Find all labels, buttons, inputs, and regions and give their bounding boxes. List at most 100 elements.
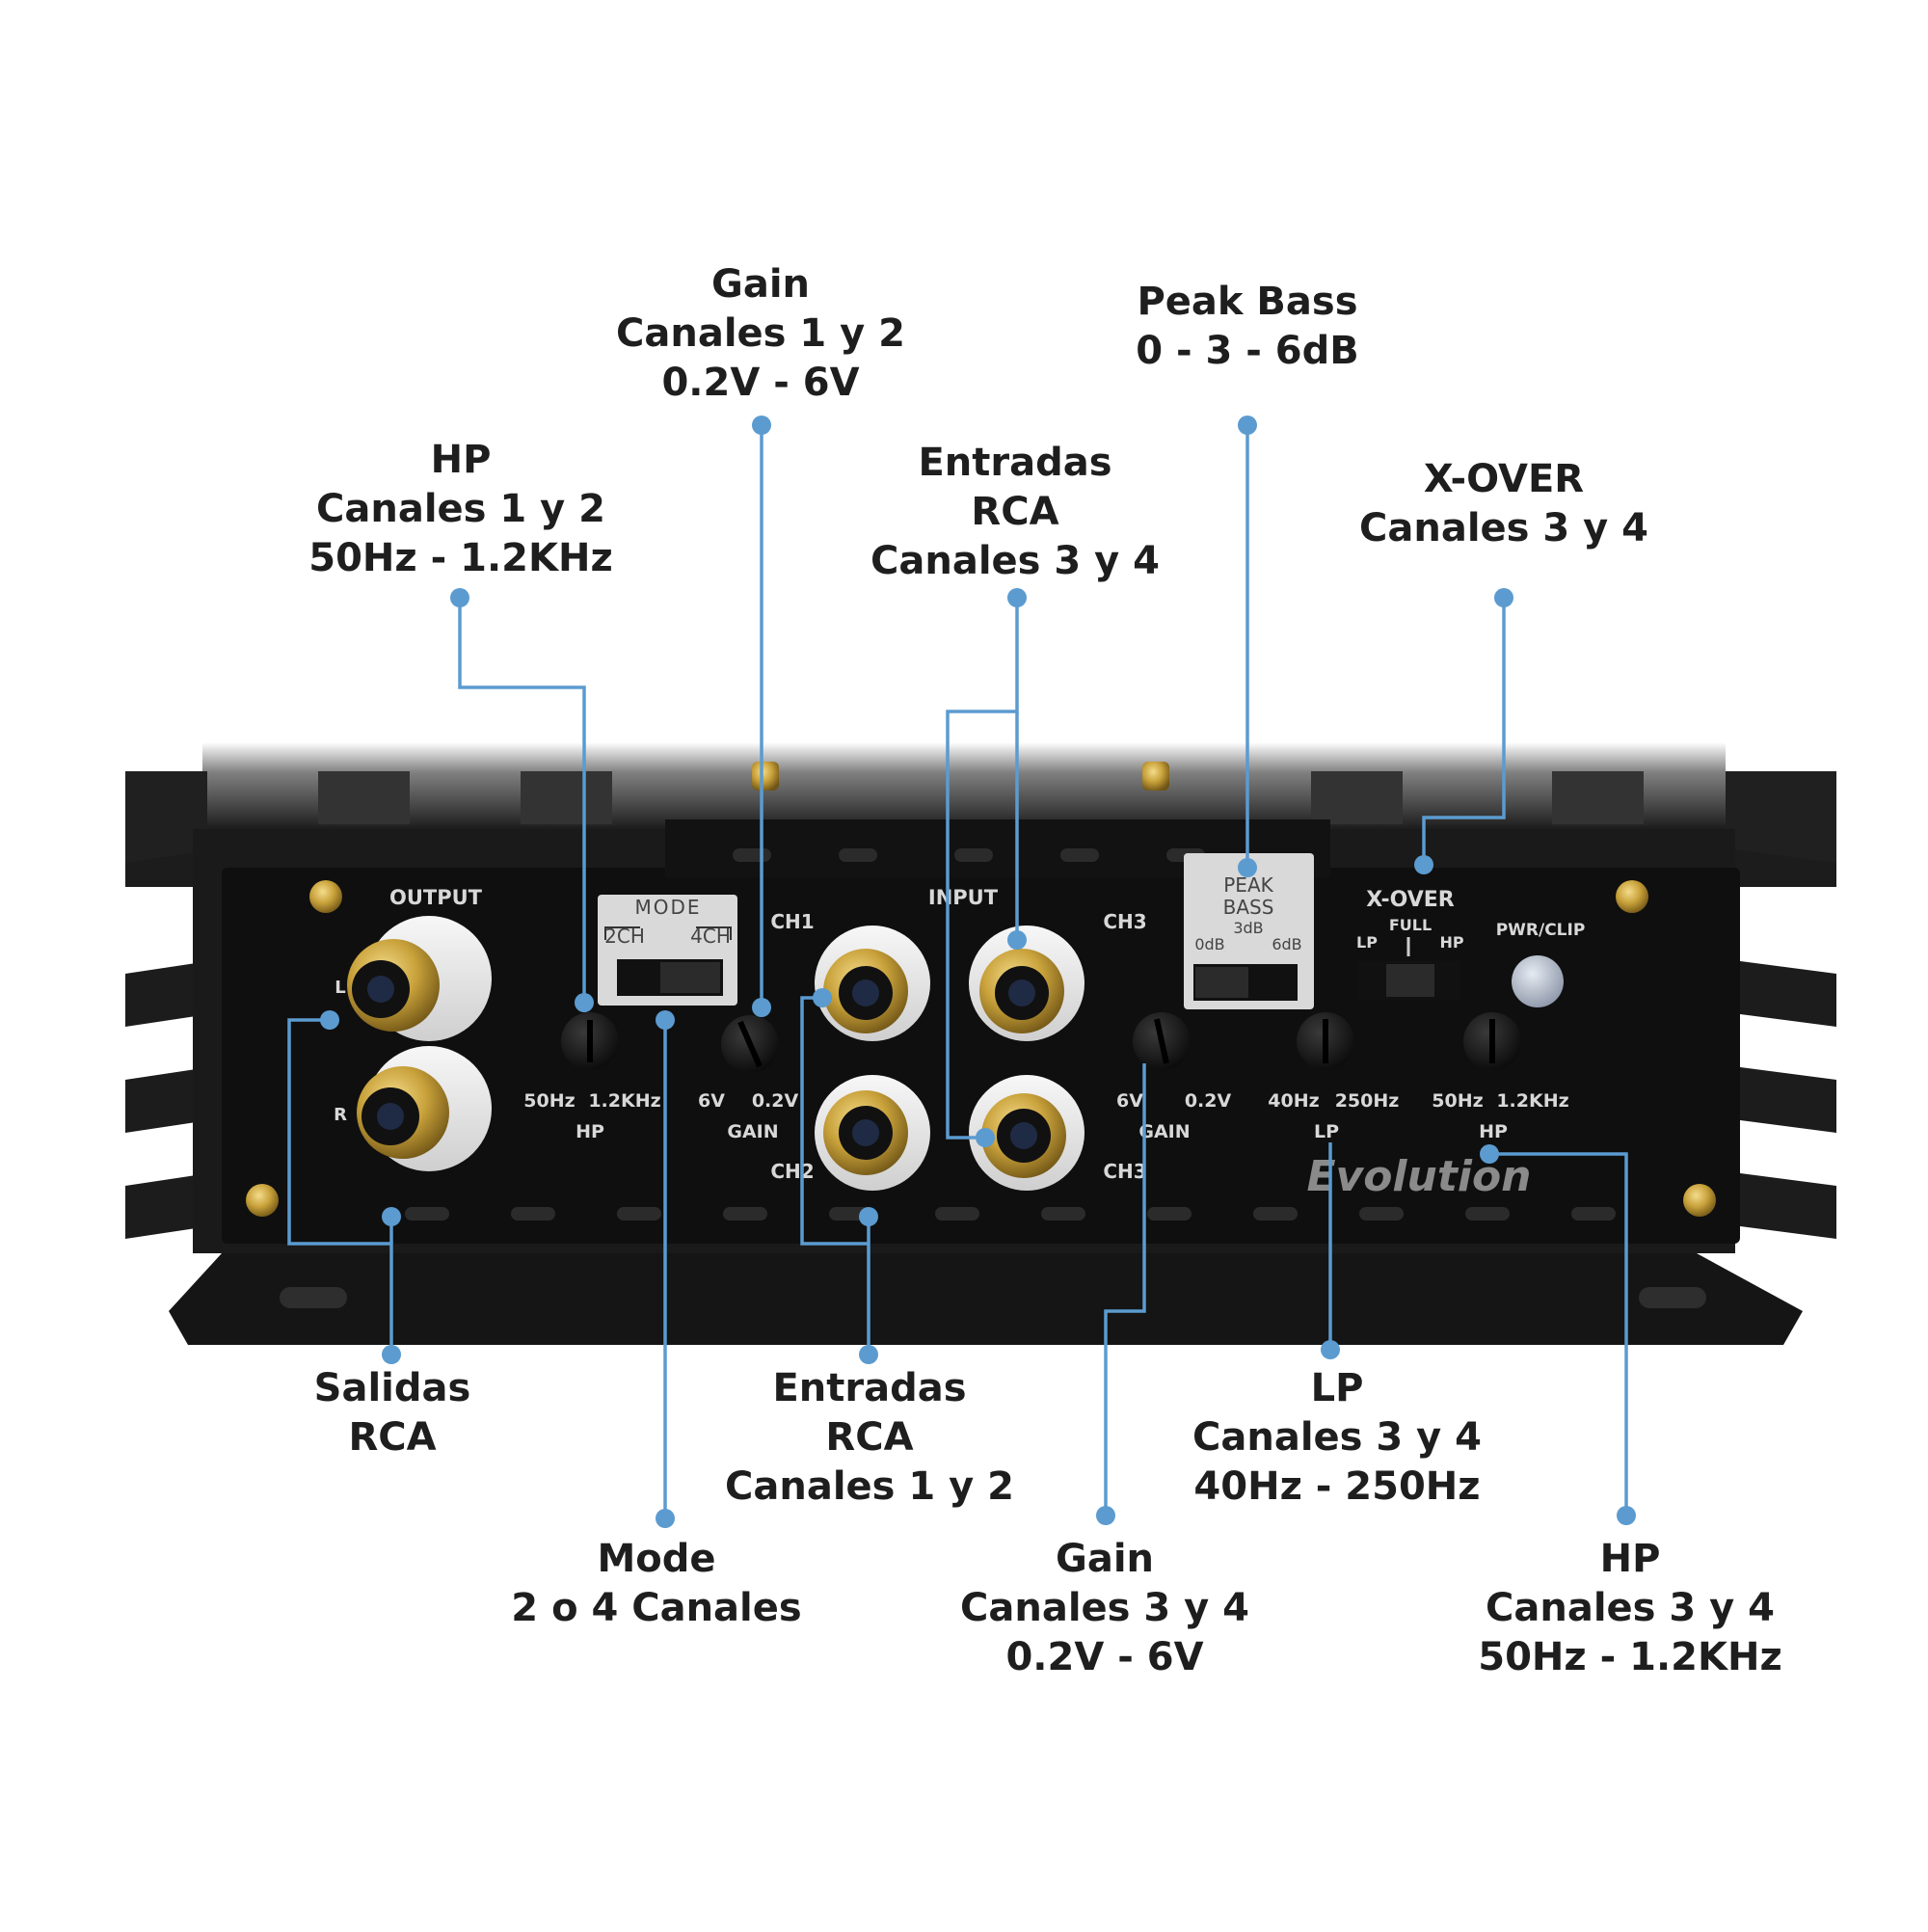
- leader-gain-ch34: [1104, 1063, 1146, 1516]
- panel-hp-right-label: HP: [1479, 1121, 1508, 1142]
- callout-rca-in-ch34: Entradas RCA Canales 3 y 4: [870, 439, 1160, 586]
- screw-icon: [246, 1184, 279, 1217]
- callout-hp-ch34: HP Canales 3 y 4 50Hz - 1.2KHz: [1478, 1535, 1782, 1682]
- callout-mode: Mode 2 o 4 Canales: [511, 1535, 801, 1633]
- panel-gain-right-label: GAIN: [1138, 1121, 1190, 1142]
- leader-hp-ch34: [1489, 1152, 1628, 1516]
- panel-lp-label: LP: [1314, 1121, 1339, 1142]
- callout-line: 50Hz - 1.2KHz: [308, 536, 613, 580]
- callout-line: HP: [1599, 1537, 1661, 1581]
- mounting-foot: [169, 1253, 1803, 1345]
- leader-xover-ch34: [1422, 600, 1506, 868]
- callout-line: HP: [430, 438, 492, 482]
- panel-lp-max: 250Hz: [1335, 1090, 1400, 1112]
- switch-plate-printing: MODE 2CH 4CH PEAK BASS 3dB 0dB 6dB: [604, 873, 1302, 953]
- mode-2ch: 2CH: [604, 925, 645, 948]
- panel-gain-left-max: 0.2V: [752, 1090, 799, 1112]
- callout-line: Mode: [597, 1537, 716, 1581]
- panel-ch3-bottom: CH3: [1103, 1160, 1146, 1183]
- callout-line: Canales 3 y 4: [1192, 1415, 1482, 1460]
- screw-icon: [1616, 880, 1648, 913]
- callout-lp-ch34: LP Canales 3 y 4 40Hz - 250Hz: [1192, 1364, 1482, 1512]
- panel-gain-left-min: 6V: [698, 1090, 725, 1112]
- panel-ch3-top: CH3: [1103, 910, 1146, 933]
- callout-line: Gain: [1055, 1537, 1155, 1581]
- callout-line: 0.2V - 6V: [1005, 1635, 1204, 1679]
- vent-slots: [405, 848, 1616, 1221]
- callout-rca-out: Salidas RCA: [314, 1364, 471, 1462]
- callout-hp-ch12: HP Canales 1 y 2 50Hz - 1.2KHz: [308, 436, 613, 583]
- screw-icons: [246, 880, 1716, 1217]
- callout-line: RCA: [825, 1415, 914, 1460]
- panel-xover-hp: HP: [1439, 933, 1463, 952]
- callout-line: Canales 3 y 4: [1359, 506, 1648, 550]
- callout-line: Entradas: [772, 1366, 967, 1410]
- panel-gain-right-max: 0.2V: [1185, 1090, 1232, 1112]
- callout-line: Canales 3 y 4: [1486, 1586, 1775, 1630]
- callout-line: Canales 3 y 4: [870, 539, 1160, 583]
- callout-rca-in-ch12: Entradas RCA Canales 1 y 2: [725, 1364, 1014, 1512]
- panel-ch1: CH1: [770, 910, 814, 933]
- callout-line: LP: [1310, 1366, 1364, 1410]
- screw-icon: [1683, 1184, 1716, 1217]
- callout-line: Salidas: [313, 1366, 471, 1410]
- brand-badge: Evolution: [1306, 1152, 1531, 1201]
- panel-hp-left-max: 1.2KHz: [588, 1090, 660, 1112]
- panel-gain-left-label: GAIN: [727, 1121, 778, 1142]
- callout-line: X-OVER: [1423, 457, 1585, 501]
- peak-bass-switch: [1184, 853, 1314, 1009]
- panel-xover-title: X-OVER: [1366, 888, 1454, 912]
- callout-line: 40Hz - 250Hz: [1193, 1464, 1481, 1509]
- panel-output-r: R: [334, 1105, 347, 1125]
- callout-line: RCA: [348, 1415, 437, 1460]
- screw-icon: [309, 880, 342, 913]
- leader-dots: [320, 416, 1636, 1528]
- panel-ch2: CH2: [770, 1160, 814, 1183]
- panel-output-l: L: [335, 978, 345, 998]
- peak-title-1: PEAK: [1223, 873, 1273, 897]
- callout-line: 50Hz - 1.2KHz: [1478, 1635, 1782, 1679]
- callout-line: Canales 1 y 2: [725, 1464, 1014, 1509]
- mount-slot-left: [280, 1287, 347, 1308]
- x-over-switch: [1359, 937, 1460, 1000]
- leader-rca-in-ch12-branch: [800, 996, 869, 1246]
- mode-title: MODE: [634, 896, 701, 919]
- leader-rca-in-ch34: [946, 600, 1019, 1140]
- heatsink-top: [125, 742, 1836, 863]
- panel-gain-right-min: 6V: [1116, 1090, 1143, 1112]
- callout-line: Canales 3 y 4: [960, 1586, 1249, 1630]
- callout-gain-ch34: Gain Canales 3 y 4 0.2V - 6V: [960, 1535, 1249, 1682]
- callout-line: 0.2V - 6V: [661, 361, 860, 405]
- rca-input-jacks: [815, 926, 1084, 1191]
- panel-xover-full: FULL: [1389, 916, 1432, 934]
- mode-4ch: 4CH: [690, 925, 731, 948]
- callout-line: Canales 1 y 2: [616, 311, 905, 356]
- callout-line: 0 - 3 - 6dB: [1136, 329, 1359, 373]
- peak-3db: 3dB: [1233, 919, 1263, 937]
- panel-printing: OUTPUT L R INPUT CH1 CH2 CH3 CH3 50Hz 1.…: [334, 886, 1585, 1183]
- panel-hp-right-min: 50Hz: [1432, 1090, 1483, 1112]
- panel-output-label: OUTPUT: [389, 886, 483, 909]
- panel-input-label: INPUT: [928, 886, 999, 909]
- panel-pwr-clip: PWR/CLIP: [1496, 921, 1586, 940]
- callout-line: Gain: [710, 262, 811, 307]
- callout-peak-bass: Peak Bass 0 - 3 - 6dB: [1136, 278, 1359, 376]
- panel-xover-lp: LP: [1356, 933, 1378, 952]
- callout-gain-ch12: Gain Canales 1 y 2 0.2V - 6V: [616, 260, 905, 408]
- trim-knobs: [561, 1012, 1521, 1073]
- peak-6db: 6dB: [1272, 935, 1301, 953]
- callout-line: Peak Bass: [1137, 280, 1358, 324]
- callout-line: Canales 1 y 2: [316, 487, 605, 531]
- leader-rca-out: [287, 1018, 393, 1355]
- pwr-clip-led: [1512, 955, 1564, 1007]
- heatsink-fins-right: [1726, 848, 1836, 1239]
- callout-xover-ch34: X-OVER Canales 3 y 4: [1359, 455, 1648, 553]
- panel-hp-left-min: 50Hz: [523, 1090, 575, 1112]
- callout-line: 2 o 4 Canales: [511, 1586, 802, 1630]
- mount-slot-right: [1639, 1287, 1706, 1308]
- leader-hp-ch12: [458, 600, 586, 1012]
- panel-lp-min: 40Hz: [1268, 1090, 1319, 1112]
- panel-hp-left-label: HP: [576, 1121, 604, 1142]
